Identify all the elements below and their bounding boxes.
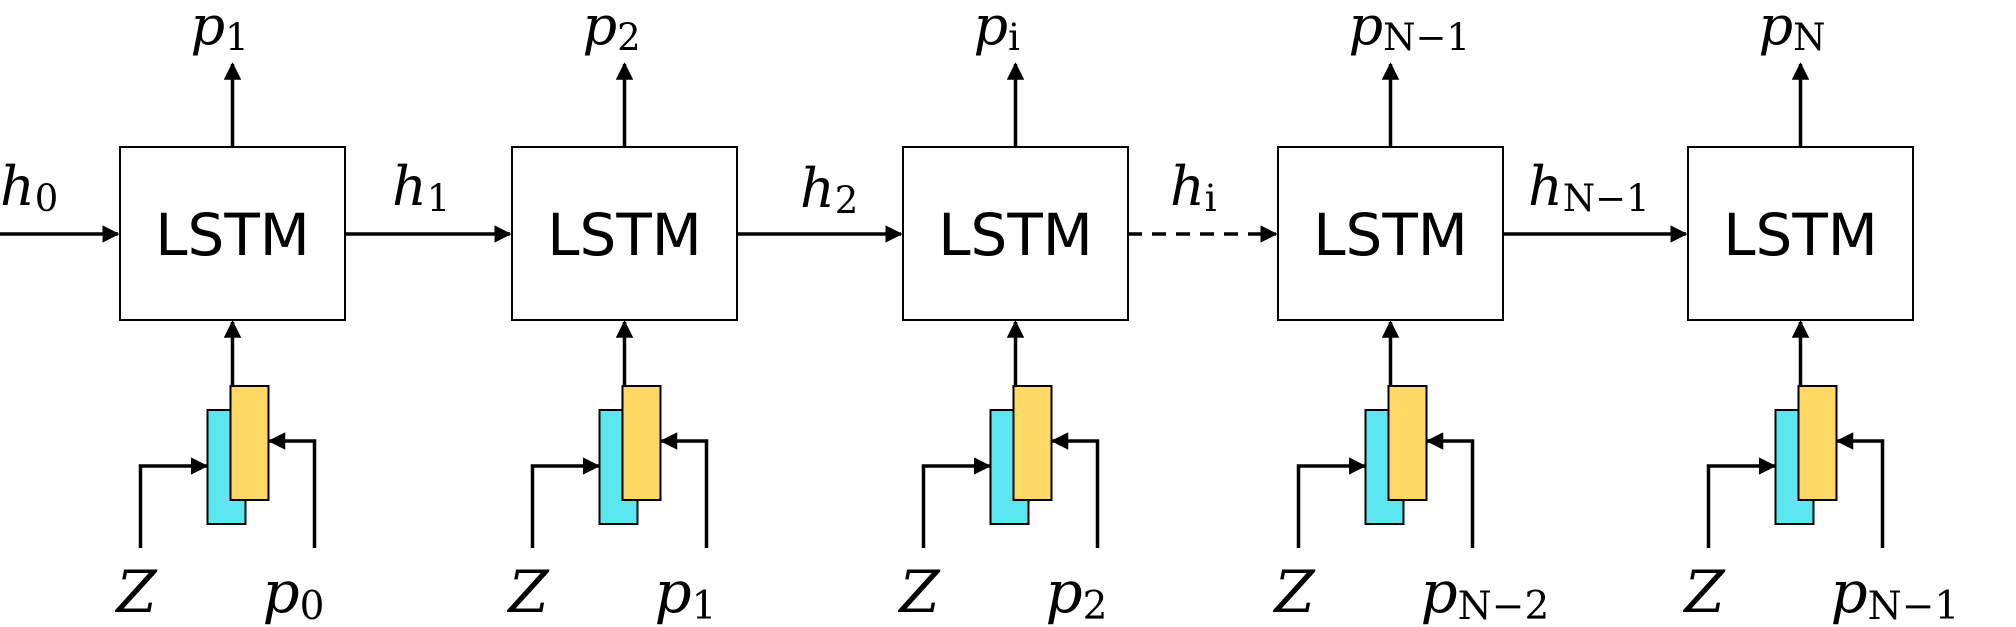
hidden-state-label-0: h0 — [0, 155, 58, 220]
lstm-label: LSTM — [1313, 201, 1468, 269]
prev-output-input-wire — [1835, 432, 1885, 548]
output-label-5-sub: N — [1793, 16, 1825, 59]
hidden-state-label-1: h1 — [392, 155, 450, 220]
prev-output-block — [229, 385, 270, 501]
latent-input-wire — [921, 457, 992, 548]
prev-output-label-3: p2 — [1046, 558, 1108, 627]
lstm-cell-3: LSTM — [902, 146, 1129, 525]
lstm-label: LSTM — [547, 201, 702, 269]
prev-output-block — [1012, 385, 1053, 501]
prev-output-block — [1387, 385, 1428, 501]
hidden-state-label-2-base: h — [800, 157, 835, 220]
prev-output-label-1-sub: 0 — [300, 584, 325, 627]
latent-label-1: Z — [114, 558, 158, 626]
prev-output-label-3-base: p — [1046, 558, 1083, 626]
cells: LSTM LSTM LSTM LSTM LSTM — [119, 146, 1914, 525]
lstm-box — [902, 146, 1129, 321]
lstm-label: LSTM — [1723, 201, 1878, 269]
output-label-4-base: p — [1349, 0, 1384, 57]
lstm-cell-1: LSTM — [119, 146, 346, 525]
prev-output-input-wire — [267, 432, 317, 548]
prev-output-label-4: pN−2 — [1421, 558, 1550, 627]
latent-label-5-base: Z — [1682, 558, 1726, 626]
latent-label-4: Z — [1272, 558, 1316, 626]
output-label-3: pi — [974, 0, 1020, 59]
latent-label-2: Z — [506, 558, 550, 626]
hidden-state-label-1-base: h — [392, 155, 427, 218]
output-label-3-sub: i — [1008, 16, 1020, 59]
hidden-state-label-2: h2 — [800, 157, 858, 222]
lstm-box — [511, 146, 738, 321]
prev-output-label-2-base: p — [655, 558, 692, 626]
output-label-1: p1 — [191, 0, 249, 59]
lstm-label: LSTM — [938, 201, 1093, 269]
hidden-state-label-4-base: h — [1528, 155, 1563, 218]
latent-label-5: Z — [1682, 558, 1726, 626]
latent-input-wire — [1296, 457, 1367, 548]
prev-output-label-2: p1 — [655, 558, 717, 627]
output-label-4: pN−1 — [1349, 0, 1471, 59]
prev-output-label-3-sub: 2 — [1083, 584, 1108, 627]
prev-output-input-wire — [1050, 432, 1100, 548]
lstm-cell-2: LSTM — [511, 146, 738, 525]
connectors — [0, 62, 1885, 548]
hidden-state-label-2-sub: 2 — [835, 179, 859, 222]
latent-input-wire — [138, 457, 209, 548]
prev-output-label-5: pN−1 — [1831, 558, 1960, 627]
output-label-1-base: p — [191, 0, 226, 57]
latent-label-3-base: Z — [897, 558, 941, 626]
hidden-state-label-3: hi — [1170, 155, 1217, 220]
prev-output-input-wire — [659, 432, 709, 548]
prev-output-block — [1797, 385, 1838, 501]
prev-output-label-2-sub: 1 — [692, 584, 717, 627]
output-label-2: p2 — [583, 0, 641, 59]
prev-output-label-4-base: p — [1421, 558, 1458, 626]
prev-output-label-4-sub: N−2 — [1458, 584, 1550, 627]
lstm-box — [1687, 146, 1914, 321]
hidden-state-label-0-base: h — [0, 155, 35, 218]
prev-output-input-wire — [1425, 432, 1475, 548]
prev-output-label-5-base: p — [1831, 558, 1868, 626]
prev-output-label-1-base: p — [263, 558, 300, 626]
output-label-5-base: p — [1759, 0, 1794, 57]
lstm-cell-5: LSTM — [1687, 146, 1914, 525]
output-label-2-base: p — [583, 0, 618, 57]
latent-label-2-base: Z — [506, 558, 550, 626]
latent-label-3: Z — [897, 558, 941, 626]
hidden-state-label-3-sub: i — [1205, 177, 1217, 220]
hidden-state-label-3-base: h — [1170, 155, 1205, 218]
lstm-label: LSTM — [155, 201, 310, 269]
hidden-state-label-4-sub: N−1 — [1563, 177, 1650, 220]
output-label-4-sub: N−1 — [1383, 16, 1470, 59]
output-label-3-base: p — [974, 0, 1009, 57]
output-label-1-sub: 1 — [225, 16, 249, 59]
output-label-2-sub: 2 — [617, 16, 641, 59]
prev-output-block — [621, 385, 662, 501]
lstm-box — [1277, 146, 1504, 321]
hidden-state-label-4: hN−1 — [1528, 155, 1650, 220]
hidden-state-label-1-sub: 1 — [427, 177, 451, 220]
lstm-box — [119, 146, 346, 321]
output-label-5: pN — [1759, 0, 1826, 59]
latent-input-wire — [530, 457, 601, 548]
prev-output-label-5-sub: N−1 — [1868, 584, 1960, 627]
hidden-state-label-0-sub: 0 — [35, 177, 59, 220]
latent-input-wire — [1706, 457, 1777, 548]
lstm-cell-4: LSTM — [1277, 146, 1504, 525]
prev-output-label-1: p0 — [263, 558, 325, 627]
latent-label-4-base: Z — [1272, 558, 1316, 626]
latent-label-1-base: Z — [114, 558, 158, 626]
